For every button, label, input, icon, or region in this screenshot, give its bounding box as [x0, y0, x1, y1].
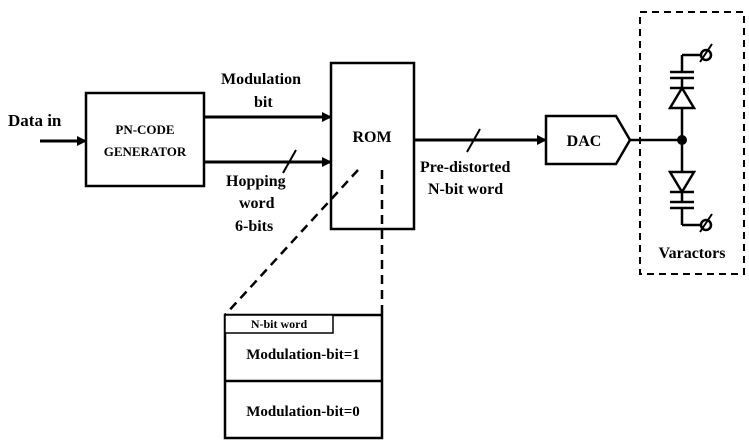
dac-label: DAC: [567, 133, 602, 150]
rom-detail-row2: Modulation-bit=0: [246, 404, 360, 420]
data-in-label: Data in: [8, 111, 62, 130]
varactors-dashed-box: [639, 11, 745, 275]
zoom-line-left: [224, 169, 359, 316]
lower-varactor: [667, 140, 713, 233]
hopping-word-label-line3: 6-bits: [235, 218, 273, 235]
hopping-word-bus-slash: [282, 149, 297, 174]
upper-varactor: [667, 43, 713, 140]
predistorted-word-label-line1: Pre-distorted: [420, 159, 510, 176]
rom-detail-header-label: N-bit word: [251, 317, 308, 331]
pn-code-generator-block: [84, 91, 206, 188]
rom-label: ROM: [352, 129, 391, 146]
pn-code-generator-label-line1: PN-CODE: [115, 122, 174, 137]
hopping-word-label-line1: Hopping: [226, 173, 286, 190]
rom-detail-table: [223, 313, 384, 440]
hopping-word-label-line2: word: [239, 195, 275, 212]
predistorted-word-label-line2: N-bit word: [428, 181, 503, 198]
pn-code-generator-label-line2: GENERATOR: [104, 144, 187, 159]
rom-detail-header-tab: [224, 314, 334, 334]
modulation-bit-label-line2: bit: [254, 94, 273, 111]
predistorted-word-bus-slash: [466, 128, 481, 153]
rom-detail-row1: Modulation-bit=1: [246, 347, 360, 363]
rom-block: [329, 61, 416, 231]
dac-block: [544, 114, 632, 166]
modulation-bit-label-line1: Modulation: [221, 71, 301, 88]
varactors-label: Varactors: [659, 245, 726, 262]
